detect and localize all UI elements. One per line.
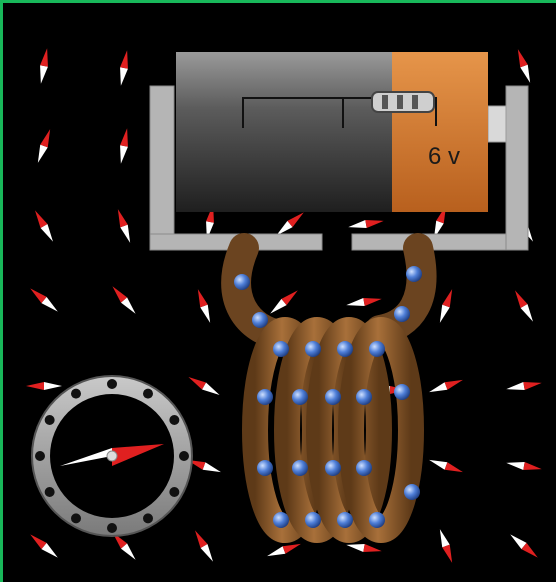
- field-arrow-icon: [428, 376, 465, 396]
- electron: [337, 512, 353, 528]
- electron: [337, 341, 353, 357]
- electron: [406, 266, 422, 282]
- compass-bolt: [143, 389, 153, 399]
- field-arrow-icon: [34, 128, 54, 165]
- compass-bolt: [107, 379, 117, 389]
- field-arrow-icon: [32, 208, 57, 243]
- field-arrow-icon: [346, 541, 383, 555]
- battery-voltage-label: 6 v: [428, 143, 460, 170]
- compass-bolt: [71, 513, 81, 523]
- electron: [325, 460, 341, 476]
- electron: [234, 274, 250, 290]
- electron: [305, 512, 321, 528]
- field-arrow-icon: [346, 295, 383, 309]
- field-arrow-icon: [26, 382, 62, 390]
- field-arrow-icon: [428, 456, 465, 476]
- field-arrow-icon: [436, 528, 456, 565]
- field-arrow-icon: [28, 531, 61, 560]
- field-arrow-icon: [117, 50, 131, 87]
- field-arrow-icon: [186, 374, 221, 399]
- field-arrow-icon: [37, 48, 51, 85]
- electron: [257, 389, 273, 405]
- compass-bolt: [35, 451, 45, 461]
- compass-bolt: [71, 389, 81, 399]
- compass-bolt: [169, 487, 179, 497]
- electron: [394, 306, 410, 322]
- electron: [273, 512, 289, 528]
- field-arrow-icon: [512, 288, 537, 323]
- field-arrow-icon: [348, 217, 385, 231]
- field-arrow-icon: [268, 287, 301, 316]
- electron: [404, 484, 420, 500]
- compass-bolt: [107, 523, 117, 533]
- electron: [394, 384, 410, 400]
- electron: [273, 341, 289, 357]
- field-arrow-icon: [114, 208, 134, 245]
- field-arrow-icon: [514, 48, 534, 85]
- compass-bolt: [143, 513, 153, 523]
- compass-bolt: [169, 415, 179, 425]
- compass-bolt: [179, 451, 189, 461]
- field-arrow-icon: [192, 528, 217, 563]
- electron: [305, 341, 321, 357]
- electron: [252, 312, 268, 328]
- electron: [356, 389, 372, 405]
- field-arrow-icon: [109, 284, 138, 317]
- electron: [369, 512, 385, 528]
- battery: 6 v: [176, 52, 488, 212]
- field-arrow-icon: [28, 285, 61, 314]
- electron: [369, 341, 385, 357]
- field-arrow-icon: [508, 531, 541, 560]
- compass[interactable]: [32, 376, 192, 536]
- electron: [292, 389, 308, 405]
- field-arrow-icon: [506, 459, 543, 473]
- field-arrow-icon: [506, 379, 543, 393]
- field-arrow-icon: [266, 540, 303, 560]
- electron: [356, 460, 372, 476]
- field-arrow-icon: [436, 288, 456, 325]
- field-arrow-icon: [194, 288, 214, 325]
- compass-bolt: [45, 487, 55, 497]
- field-arrow-icon: [117, 128, 131, 165]
- electron: [292, 460, 308, 476]
- compass-bolt: [45, 415, 55, 425]
- electron: [257, 460, 273, 476]
- electron: [325, 389, 341, 405]
